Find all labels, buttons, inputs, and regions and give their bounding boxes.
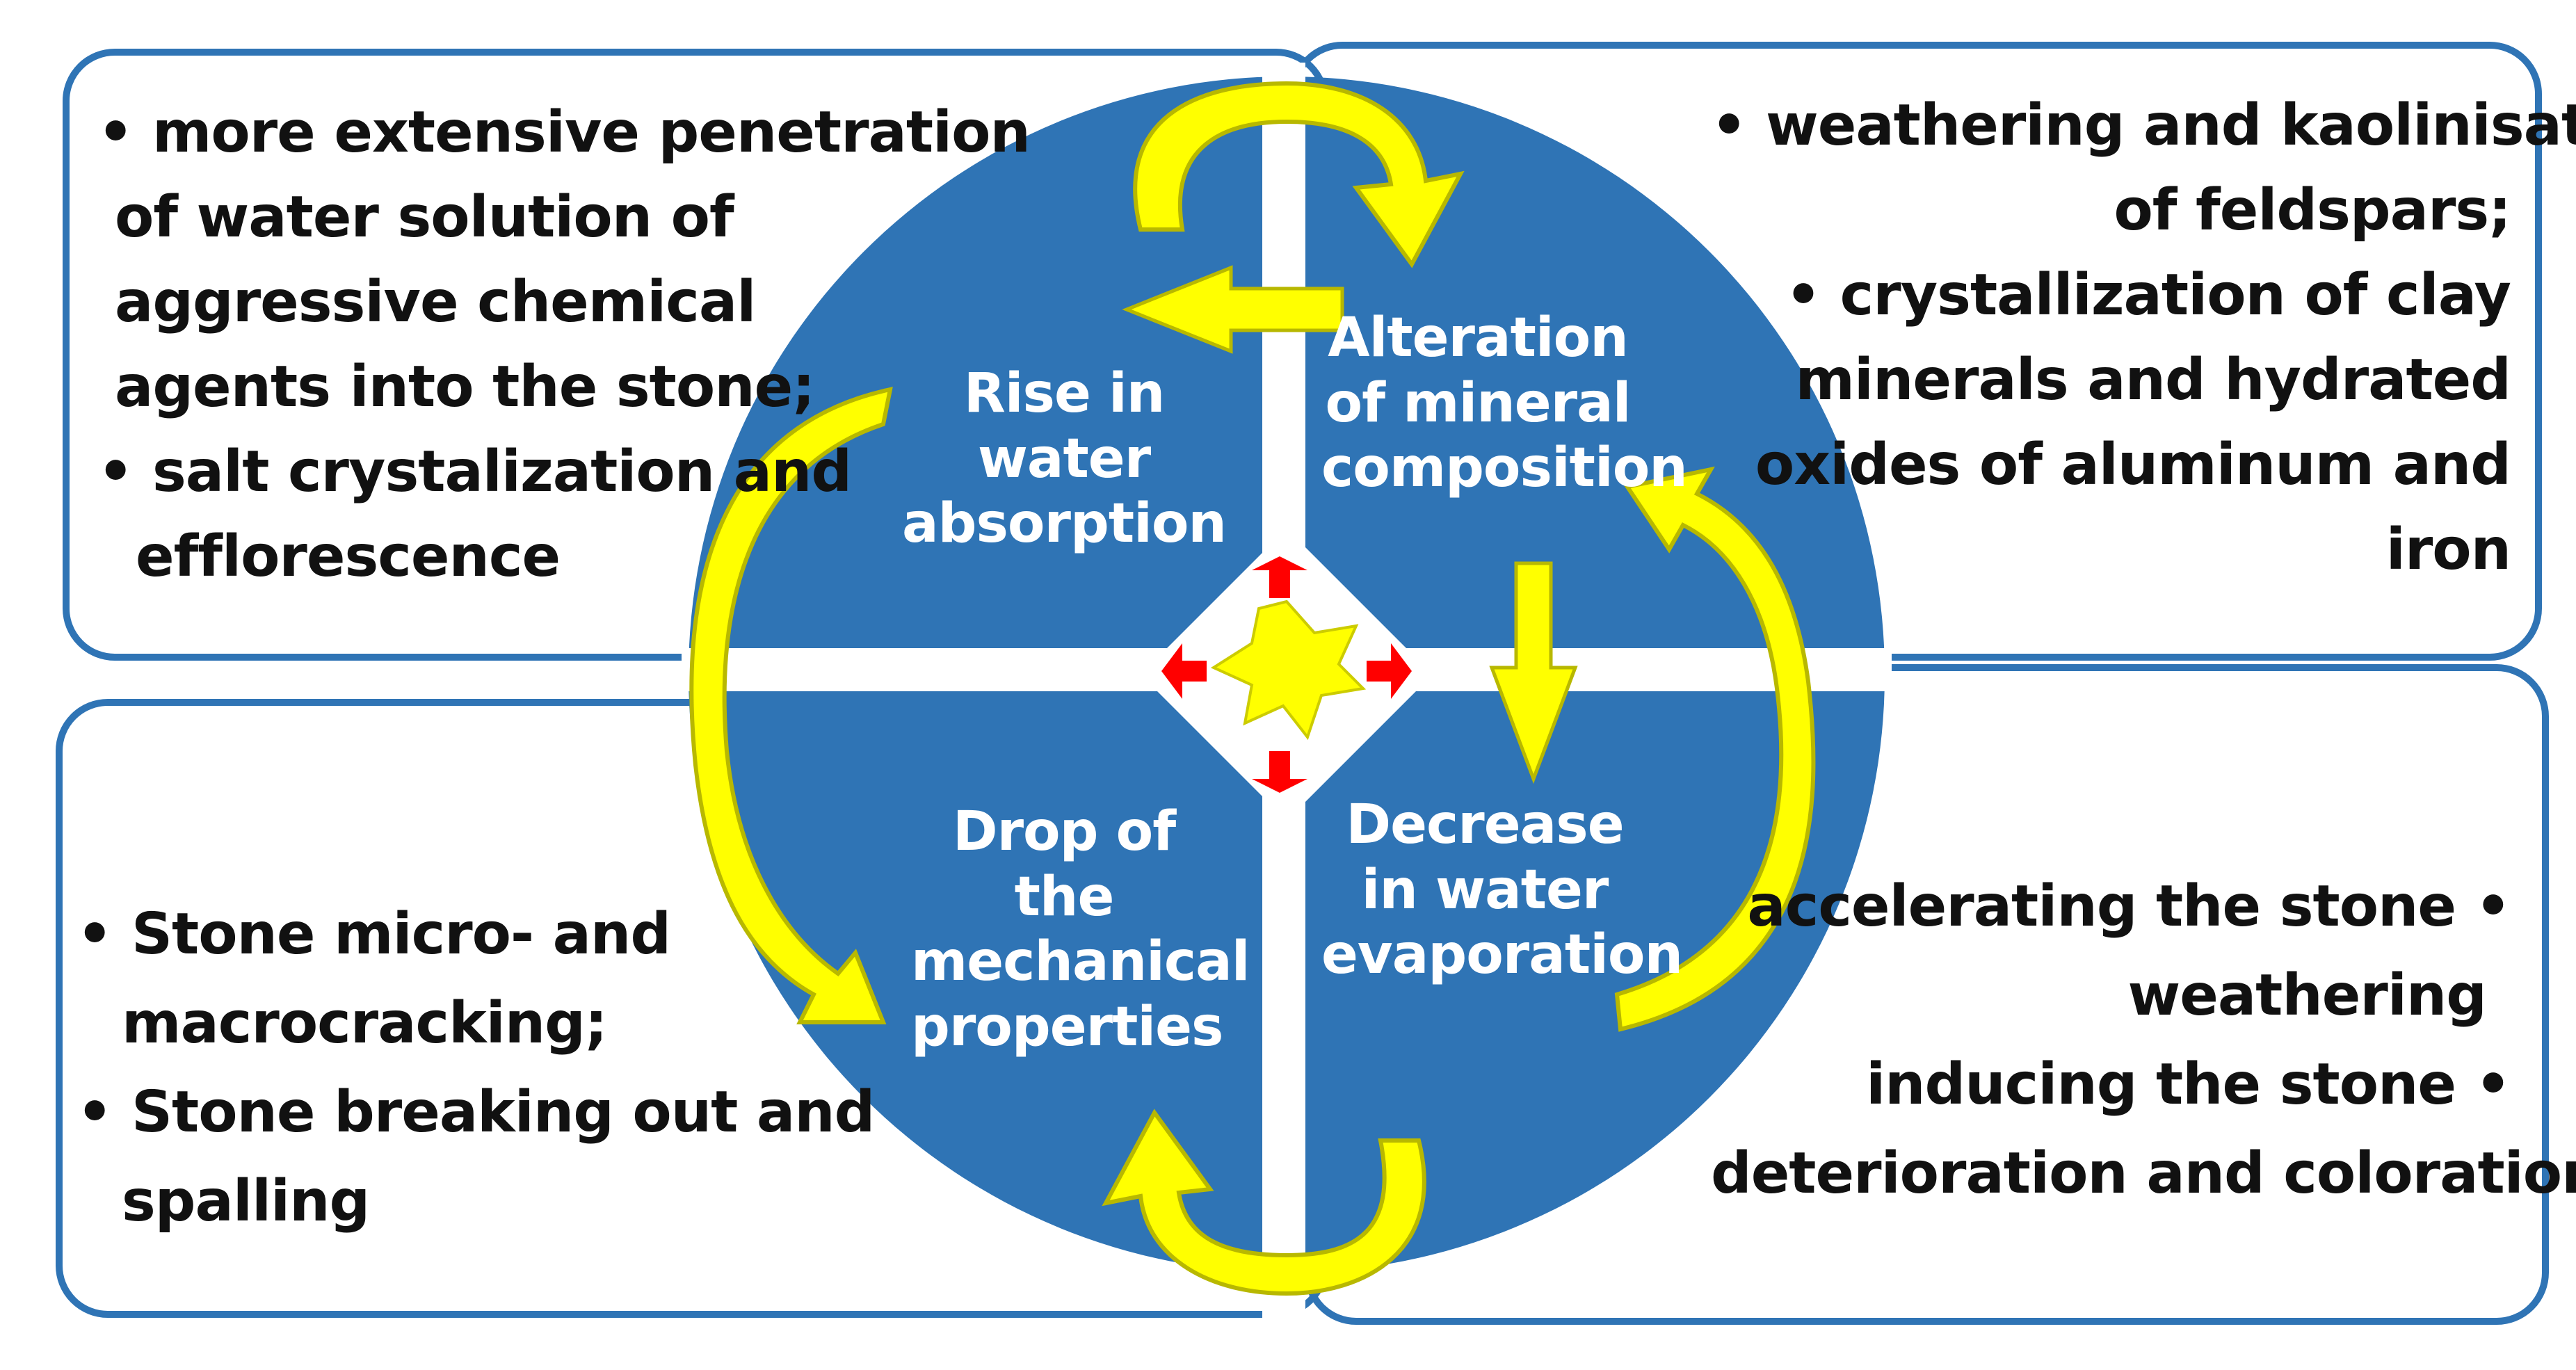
curved-arrow-right	[1614, 466, 1816, 1032]
panel-line: iron	[2385, 517, 2511, 583]
panel-text-top-right: • weathering and kaolinisation of feldsp…	[1711, 83, 2576, 593]
panel-line: accelerating the stone •	[1747, 873, 2511, 940]
red-arrow-up	[1252, 556, 1307, 598]
panel-text-bottom-left: • Stone micro- and macrocracking; • Ston…	[77, 890, 875, 1246]
panel-line: • salt crystalization and	[97, 439, 852, 505]
quadrant-label-top-right: Alteration of mineral composition	[1321, 307, 1688, 500]
panel-line: deterioration and coloration	[1711, 1141, 2576, 1207]
panel-line: aggressive chemical	[115, 269, 756, 335]
panel-line: of feldspars;	[2114, 177, 2511, 243]
panel-line: • Stone micro- and	[77, 901, 671, 967]
red-arrow-left	[1161, 643, 1207, 699]
panel-line: • Stone breaking out and	[77, 1079, 875, 1145]
center-burst	[1141, 529, 1433, 821]
panel-line: macrocracking;	[122, 990, 608, 1056]
straight-arrow-left	[1122, 265, 1344, 354]
curved-arrow-left	[689, 387, 893, 1024]
red-arrow-down	[1252, 751, 1307, 793]
panel-line: spalling	[122, 1168, 370, 1234]
panel-line: inducing the stone •	[1866, 1051, 2511, 1118]
quadrant-label-bottom-left: Drop of the mechanical properties	[911, 800, 1250, 1058]
panel-line: • weathering and kaolinisation	[1711, 92, 2576, 159]
curved-arrow-bottom	[1102, 1109, 1426, 1296]
panel-line: agents into the stone;	[115, 354, 815, 420]
panel-text-bottom-right: accelerating the stone • weathering indu…	[1711, 862, 2576, 1218]
panel-text-top-left: • more extensive penetration of water so…	[97, 90, 1031, 599]
red-arrow-right	[1367, 643, 1412, 699]
quadrant-label-bottom-right: Decrease in water evaporation	[1321, 793, 1683, 987]
straight-arrow-down	[1489, 561, 1578, 784]
panel-line: of water solution of	[115, 184, 734, 250]
panel-line: minerals and hydrated	[1795, 347, 2511, 413]
yellow-star	[1210, 599, 1367, 741]
quadrant-label-top-left: Rise in water absorption	[902, 362, 1227, 556]
panel-line: efflorescence	[136, 524, 561, 590]
panel-line: weathering	[2127, 962, 2487, 1029]
panel-line: • crystallization of clay	[1785, 262, 2511, 328]
panel-line: • more extensive penetration	[97, 99, 1031, 166]
curved-arrow-top	[1133, 81, 1465, 268]
panel-line: oxides of aluminum and	[1755, 432, 2511, 498]
